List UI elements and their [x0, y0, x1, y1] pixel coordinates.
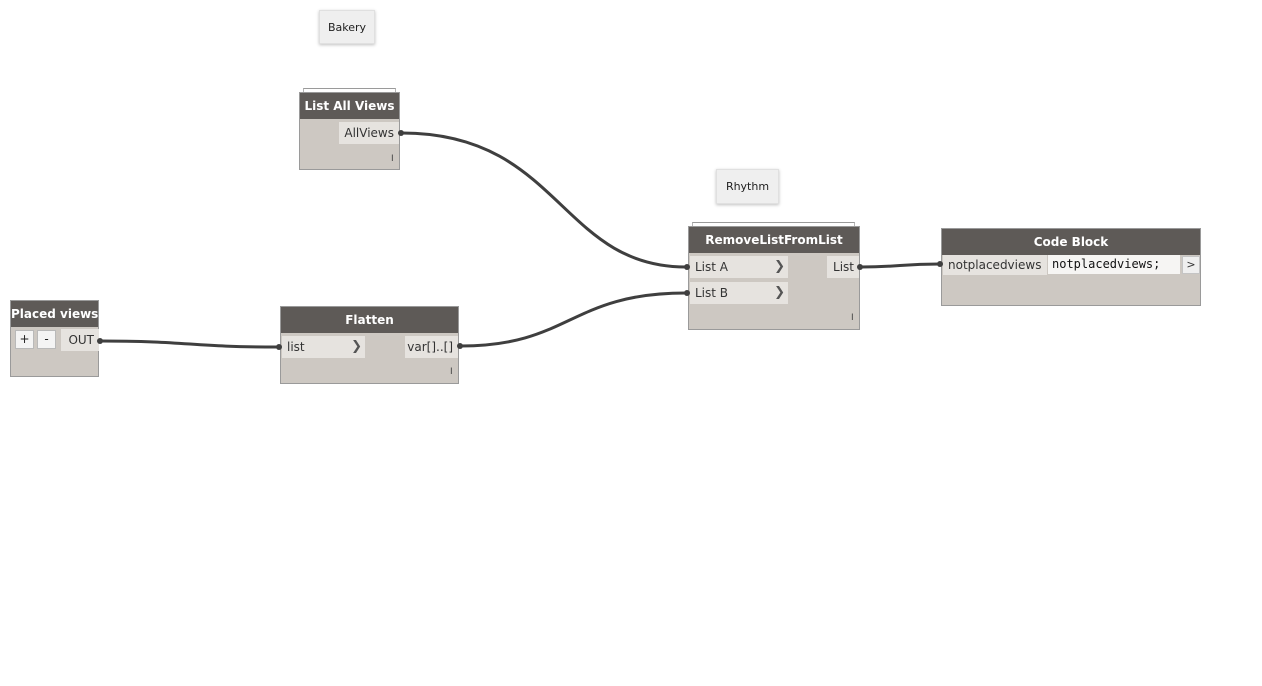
- wire-allviews-to-list-a[interactable]: [401, 131, 687, 269]
- port-pin-icon: [684, 264, 690, 270]
- port-pin-icon: [97, 338, 103, 344]
- port-label: list: [287, 340, 305, 354]
- port-pin-icon: [276, 344, 282, 350]
- node-title[interactable]: Flatten: [281, 307, 458, 333]
- node-stack-marker: [692, 222, 855, 226]
- output-port-allviews[interactable]: AllViews: [339, 122, 399, 144]
- output-port-var[interactable]: var[]..[]: [405, 336, 458, 358]
- port-label: OUT: [68, 333, 94, 347]
- port-pin-icon: [937, 261, 943, 267]
- node-list-all-views[interactable]: List All Views AllViews I: [299, 92, 400, 170]
- port-pin-icon: [398, 130, 404, 136]
- port-pin-icon: [684, 290, 690, 296]
- chevron-right-icon: ❯: [351, 339, 362, 354]
- node-stack-marker: [303, 88, 396, 92]
- tag-bakery: Bakery: [319, 10, 375, 44]
- tag-bakery-label: Bakery: [327, 20, 367, 34]
- node-title[interactable]: Code Block: [942, 229, 1200, 255]
- node-placed-views[interactable]: Placed views + - OUT: [10, 300, 99, 377]
- expand-output-button[interactable]: >: [1182, 256, 1200, 274]
- chevron-right-icon: ❯: [774, 259, 785, 274]
- input-port-list[interactable]: list ❯: [282, 336, 365, 358]
- add-item-button[interactable]: +: [15, 330, 34, 349]
- node-code-block[interactable]: Code Block notplacedviews notplacedviews…: [941, 228, 1201, 306]
- node-remove-list-from-list[interactable]: RemoveListFromList List A ❯ List B ❯ Lis…: [688, 226, 860, 330]
- tag-rhythm-label: Rhythm: [725, 180, 770, 193]
- port-pin-icon: [457, 343, 463, 349]
- node-title[interactable]: List All Views: [300, 93, 399, 119]
- port-label: AllViews: [344, 126, 394, 140]
- input-port-list-a[interactable]: List A ❯: [690, 256, 788, 278]
- port-label: List A: [695, 260, 728, 274]
- node-title[interactable]: RemoveListFromList: [689, 227, 859, 253]
- wire-placed-views-to-flatten[interactable]: [100, 339, 279, 349]
- remove-item-button[interactable]: -: [37, 330, 56, 349]
- lacing-indicator[interactable]: I: [450, 367, 453, 377]
- output-port-list[interactable]: List: [827, 256, 859, 278]
- wire-flatten-to-list-b[interactable]: [460, 291, 687, 348]
- input-port-notplacedviews[interactable]: notplacedviews: [943, 255, 1047, 275]
- port-label: List B: [695, 286, 729, 300]
- port-label: var[]..[]: [407, 340, 453, 354]
- input-port-list-b[interactable]: List B ❯: [690, 282, 788, 304]
- code-editor[interactable]: notplacedviews;: [1048, 255, 1180, 274]
- output-port-out[interactable]: OUT: [61, 329, 99, 351]
- port-label: List: [833, 260, 854, 274]
- lacing-indicator[interactable]: I: [851, 313, 854, 323]
- port-pin-icon: [857, 264, 863, 270]
- wire-list-to-code-block[interactable]: [860, 262, 941, 269]
- node-title[interactable]: Placed views: [11, 301, 98, 327]
- node-flatten[interactable]: Flatten list ❯ var[]..[] I: [280, 306, 459, 384]
- port-label: notplacedviews: [948, 258, 1042, 272]
- chevron-right-icon: ❯: [774, 285, 785, 300]
- lacing-indicator[interactable]: I: [391, 154, 394, 164]
- tag-rhythm: Rhythm: [716, 169, 779, 204]
